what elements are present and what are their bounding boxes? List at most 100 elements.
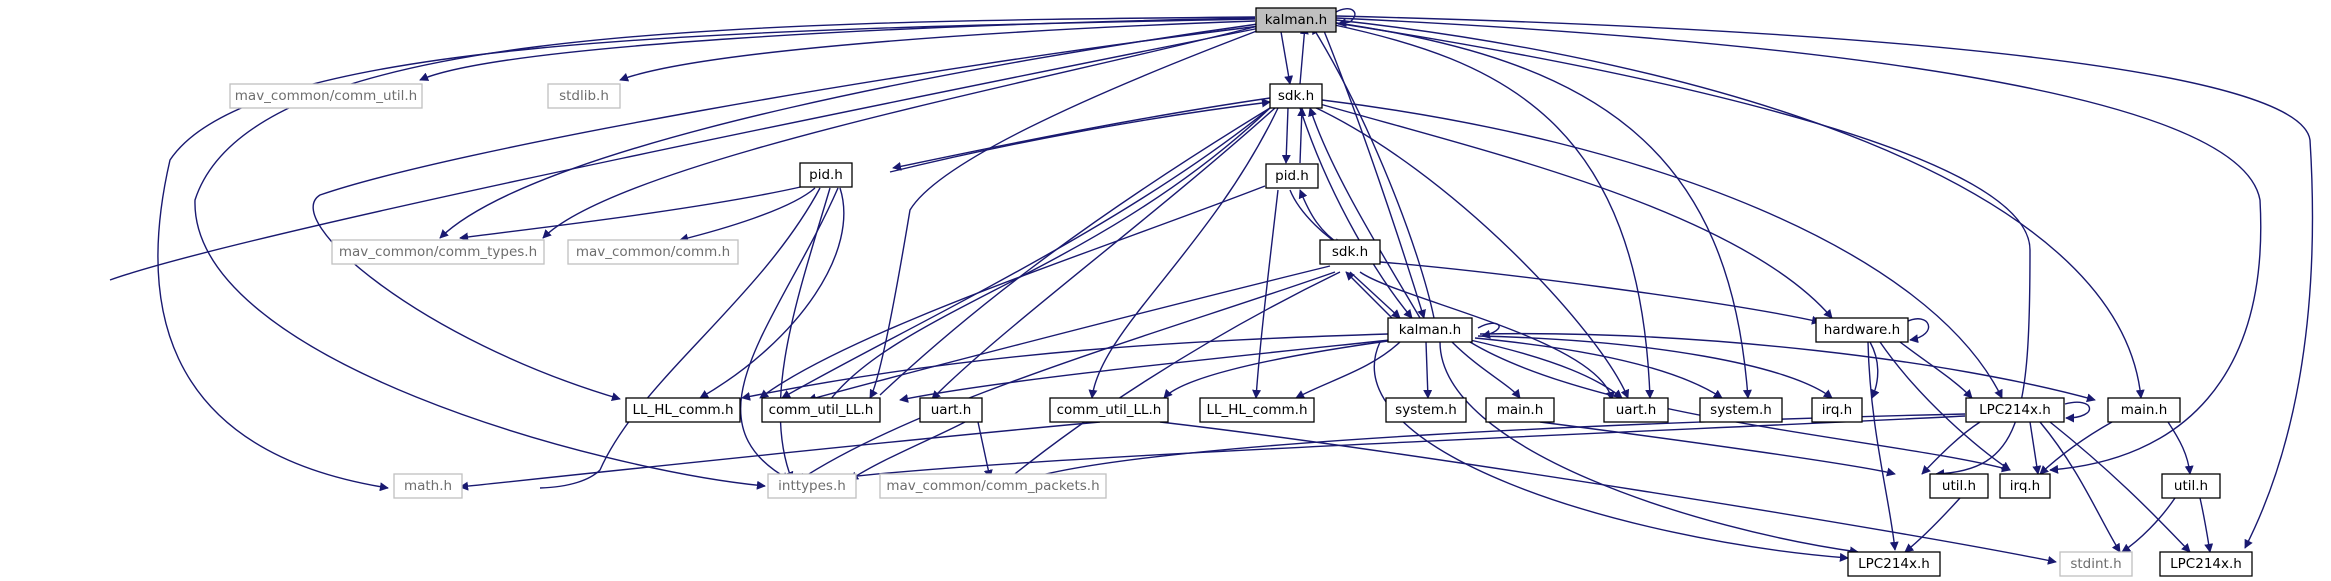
node-label: comm_util_LL.h [1057, 402, 1162, 418]
edge [1451, 341, 1521, 399]
edge [1011, 413, 1966, 486]
node-label: comm_util_LL.h [769, 402, 874, 418]
edge [1379, 261, 1821, 325]
edge [1319, 103, 1833, 319]
edge [1539, 421, 1896, 477]
node-label: kalman.h [1265, 12, 1327, 28]
edge [1163, 339, 1396, 399]
edge [1869, 341, 1880, 399]
edge [889, 98, 1271, 173]
node-label: main.h [2121, 402, 2168, 418]
edge [741, 333, 1389, 401]
node-label: sdk.h [1332, 244, 1368, 260]
edge [801, 415, 1966, 487]
edge [1252, 189, 1279, 399]
graph-node-inttypes[interactable]: inttypes.h [767, 473, 857, 499]
edge [1477, 335, 1833, 399]
graph-node-irq-bottom[interactable]: irq.h [1999, 473, 2051, 499]
node-label: uart.h [1616, 402, 1657, 418]
edge [781, 107, 1271, 399]
edge [542, 24, 1263, 239]
node-label: stdlib.h [559, 88, 609, 104]
edge [977, 421, 993, 479]
graph-node-lpc214x-bottom-right[interactable]: LPC214x.h [2159, 551, 2253, 577]
node-label: pid.h [809, 167, 843, 183]
graph-node-kalman-mid[interactable]: kalman.h [1387, 317, 1473, 343]
graph-node-util-left[interactable]: util.h [1929, 473, 1989, 499]
node-label: uart.h [931, 402, 972, 418]
edge [1904, 497, 1961, 553]
graph-node-comm-util-ll-right[interactable]: comm_util_LL.h [1049, 397, 1169, 423]
graph-node-uart-right[interactable]: uart.h [1603, 397, 1669, 423]
edge [1879, 341, 2011, 471]
graph-node-uart-left[interactable]: uart.h [919, 397, 983, 423]
graph-node-system-left[interactable]: system.h [1385, 397, 1467, 423]
node-label: hardware.h [1824, 322, 1900, 338]
edge [1298, 189, 1343, 247]
graph-node-stdint[interactable]: stdint.h [2059, 551, 2133, 577]
node-label: kalman.h [1399, 322, 1461, 338]
graph-node-ll-hl-comm-right[interactable]: LL_HL_comm.h [1199, 397, 1315, 423]
edge [1088, 107, 1279, 399]
dependency-edges [109, 8, 2314, 565]
edge [1439, 341, 1859, 556]
node-label: math.h [404, 478, 452, 494]
edge [779, 187, 831, 481]
edge [1345, 271, 1393, 319]
edge [1329, 23, 1655, 399]
edge [1297, 107, 1307, 164]
edge [1299, 25, 1309, 85]
edge [1867, 341, 1899, 551]
edge [1335, 15, 2314, 549]
graph-node-lpc214x-bottom-left[interactable]: LPC214x.h [1847, 551, 1941, 577]
graph-node-comm-util-ll-left[interactable]: comm_util_LL.h [761, 397, 881, 423]
node-label: system.h [1395, 402, 1457, 418]
graph-node-math[interactable]: math.h [393, 473, 463, 499]
edge [1311, 25, 1435, 319]
graph-node-irq-top[interactable]: irq.h [1811, 397, 1863, 423]
graph-node-mav-comm-types[interactable]: mav_common/comm_types.h [331, 239, 545, 265]
graph-nodes: kalman.h mav_common/comm_util.h stdlib.h… [229, 7, 2253, 577]
graph-node-pid-left[interactable]: pid.h [799, 162, 853, 188]
node-label: util.h [2174, 478, 2208, 494]
edge [1479, 332, 2096, 403]
node-label: mav_common/comm_packets.h [886, 478, 1099, 494]
edge [1311, 105, 1630, 399]
graph-node-mav-comm-packets[interactable]: mav_common/comm_packets.h [879, 473, 1107, 499]
edge [2167, 421, 2194, 475]
edge [739, 187, 839, 481]
graph-node-sdk-top[interactable]: sdk.h [1269, 83, 1323, 109]
graph-node-mav-comm-util[interactable]: mav_common/comm_util.h [229, 83, 423, 109]
node-label: system.h [1710, 402, 1772, 418]
edge [459, 421, 1101, 491]
edge [829, 107, 1271, 401]
edge [1289, 189, 1343, 247]
edge [2121, 497, 2176, 553]
graph-node-kalman-root[interactable]: kalman.h [1255, 7, 1337, 33]
graph-node-main-left[interactable]: main.h [1485, 397, 1555, 423]
graph-node-lpc214x-mid[interactable]: LPC214x.h [1965, 397, 2065, 423]
edge [1423, 341, 1433, 399]
graph-node-pid-mid[interactable]: pid.h [1265, 163, 1319, 189]
edge [1281, 107, 1291, 164]
graph-node-main-right[interactable]: main.h [2107, 397, 2181, 423]
edge [1329, 21, 1752, 399]
node-label: mav_common/comm_util.h [235, 88, 417, 104]
node-label: LPC214x.h [2170, 556, 2242, 572]
edge [1321, 25, 1426, 319]
graph-node-system-right[interactable]: system.h [1699, 397, 1783, 423]
node-label: sdk.h [1278, 88, 1314, 104]
graph-node-stdlib[interactable]: stdlib.h [547, 83, 621, 109]
node-label: stdint.h [2070, 556, 2121, 572]
graph-node-ll-hl-comm-left[interactable]: LL_HL_comm.h [625, 397, 741, 423]
node-label: irq.h [2010, 478, 2040, 494]
edge [797, 271, 1336, 482]
graph-node-sdk-mid[interactable]: sdk.h [1319, 239, 1381, 265]
edge [807, 265, 1331, 403]
edge [679, 187, 816, 243]
graph-node-mav-comm[interactable]: mav_common/comm.h [567, 239, 739, 265]
graph-node-util-right[interactable]: util.h [2161, 473, 2221, 499]
graph-node-hardware[interactable]: hardware.h [1815, 317, 1909, 343]
edge [899, 339, 1391, 403]
